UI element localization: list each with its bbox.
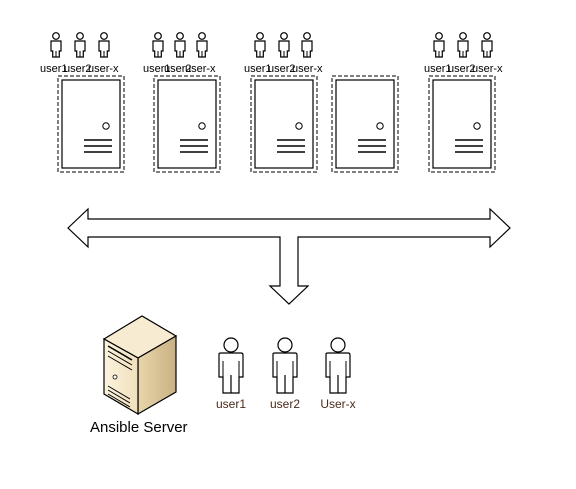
user-icon bbox=[218, 337, 244, 394]
user-label-user1: user1 bbox=[244, 63, 272, 75]
server-user-3: User-x bbox=[320, 337, 356, 411]
user-icon bbox=[50, 32, 62, 58]
user-label-user-x: user-x bbox=[472, 63, 503, 75]
server-door-icon bbox=[153, 75, 221, 173]
user-label-user1: user1 bbox=[143, 63, 171, 75]
server-tower-icon bbox=[102, 315, 178, 416]
server-label: Ansible Server bbox=[90, 419, 188, 436]
user-label: User-x bbox=[320, 397, 355, 411]
user-label-user2: user2 bbox=[164, 63, 192, 75]
user-icon bbox=[152, 32, 164, 58]
user-icon bbox=[196, 32, 208, 58]
user-icon bbox=[174, 32, 186, 58]
machine-3-user-icons bbox=[254, 32, 313, 58]
server-door-icon bbox=[331, 75, 399, 173]
machine-1: user1 user2 user-x bbox=[40, 32, 125, 173]
user-icon bbox=[481, 32, 493, 58]
ansible-server: Ansible Server bbox=[90, 315, 188, 436]
user-icon bbox=[325, 337, 351, 394]
network-arrow-icon bbox=[67, 207, 511, 305]
user-icon bbox=[457, 32, 469, 58]
user-label: user1 bbox=[216, 397, 246, 411]
user-icon bbox=[98, 32, 110, 58]
user-label-user1: user1 bbox=[40, 63, 68, 75]
user-label-user2: user2 bbox=[268, 63, 296, 75]
user-label-user1: user1 bbox=[424, 63, 452, 75]
user-icon bbox=[272, 337, 298, 394]
user-label-user-x: user-x bbox=[292, 63, 323, 75]
user-label: user2 bbox=[270, 397, 300, 411]
server-door-icon bbox=[428, 75, 496, 173]
machine-5-user-icons bbox=[433, 32, 493, 58]
user-icon bbox=[254, 32, 266, 58]
user-icon bbox=[278, 32, 290, 58]
user-icon bbox=[301, 32, 313, 58]
machine-4 bbox=[331, 75, 399, 173]
machine-3: user1 user2 user-x bbox=[244, 32, 323, 173]
machine-2-user-icons bbox=[152, 32, 208, 58]
server-user-2: user2 bbox=[270, 337, 300, 411]
machine-5: user1 user2 user-x bbox=[424, 32, 503, 173]
machine-2: user1 user2 user-x bbox=[143, 32, 221, 173]
user-label-user-x: user-x bbox=[185, 63, 216, 75]
server-user-1: user1 bbox=[216, 337, 246, 411]
user-label-user2: user2 bbox=[448, 63, 476, 75]
user-label-user-x: user-x bbox=[88, 63, 119, 75]
machine-1-user-icons bbox=[50, 32, 110, 58]
server-door-icon bbox=[57, 75, 125, 173]
user-icon bbox=[74, 32, 86, 58]
server-door-icon bbox=[250, 75, 318, 173]
user-icon bbox=[433, 32, 445, 58]
user-label-user2: user2 bbox=[64, 63, 92, 75]
